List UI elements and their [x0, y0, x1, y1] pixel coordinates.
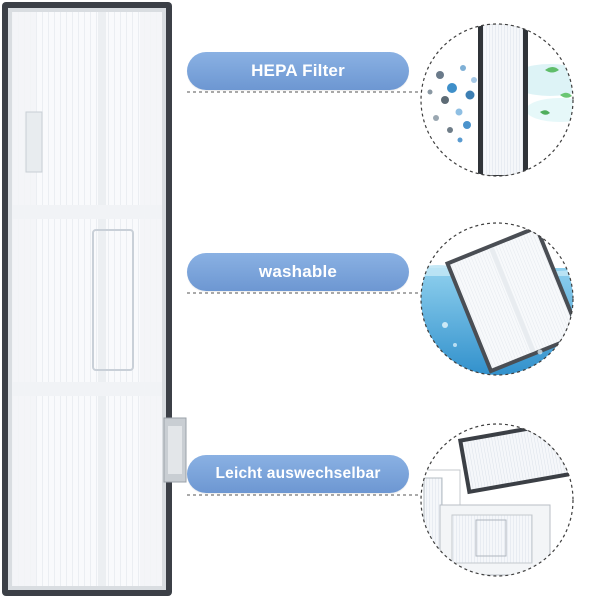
- filter-replacement-icon: [420, 423, 574, 577]
- connector-lines: [187, 91, 418, 496]
- hepa-filter-main-image: [2, 2, 187, 596]
- feature-label-washable: washable: [187, 253, 409, 291]
- feature-label-easy-replacement: Leicht auswechselbar: [187, 455, 409, 493]
- feature-label-hepa-filter: HEPA Filter: [187, 52, 409, 90]
- filter-in-water-icon: [420, 222, 574, 376]
- hepa-filter-airflow-icon: [420, 23, 574, 177]
